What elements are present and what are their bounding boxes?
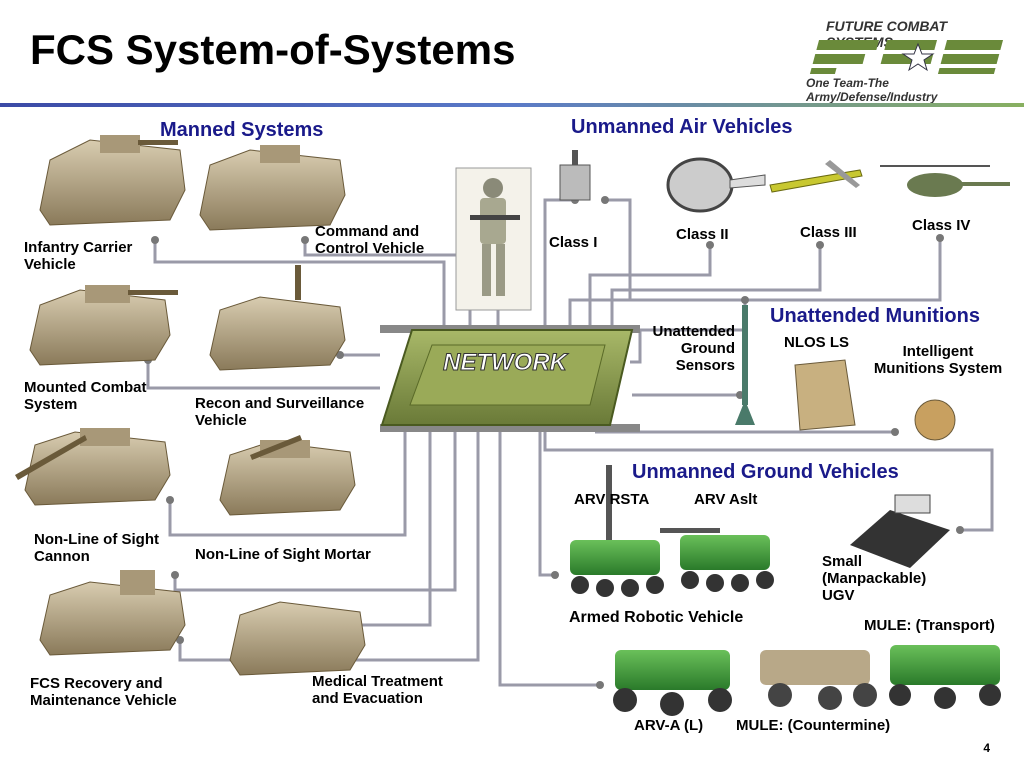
label-arv-a-light: ARV-A (L) [634,717,704,734]
network-chip-icon [380,325,640,432]
arv-rsta-icon [570,465,664,597]
label-medical-treatment-evacuation: Medical Treatment and Evacuation [312,673,443,707]
manned-vehicle-icons [15,135,366,676]
fcs-logo: FUTURE COMBAT SYSTEMS One Team-The Army/… [806,14,1014,104]
label-mule-countermine: MULE: (Countermine) [736,717,891,734]
section-manned-systems: Manned Systems [160,119,324,141]
label-uav-class-1: Class I [549,234,598,251]
label-arv-aslt: ARV Aslt [694,491,758,508]
intelligent-munition-icon [914,399,956,441]
label-infantry-carrier-vehicle: Infantry Carrier Vehicle [24,239,133,273]
mule-transport-icon [889,645,1001,709]
label-mule-transport: MULE: (Transport) [864,617,995,634]
fcs-logo-mark-icon [809,40,1004,74]
munitions-icons [735,305,956,441]
icv-vehicle-icon [39,135,186,226]
section-unmanned-air-vehicles: Unmanned Air Vehicles [571,116,793,138]
nlos-mortar-vehicle-icon [219,435,356,516]
logo-subtitle: One Team-The Army/Defense/Industry [806,76,938,104]
section-unattended-munitions: Unattended Munitions [770,305,980,327]
label-recon-surveillance-vehicle: Recon and Surveillance Vehicle [195,395,365,429]
label-armed-robotic-vehicle: Armed Robotic Vehicle [569,609,744,626]
ugv-icons [570,465,1001,716]
c2v-vehicle-icon [199,145,346,231]
label-recovery-maintenance-vehicle: FCS Recovery and Maintenance Vehicle [30,675,177,709]
mcs-vehicle-icon [29,285,178,366]
label-uav-class-4: Class IV [912,217,971,234]
rsv-vehicle-icon [209,265,346,371]
ground-sensor-icon [735,305,755,425]
label-uav-class-3: Class III [800,224,857,241]
uav-class-4-icon [880,165,1010,197]
label-nlos-mortar: Non-Line of Sight Mortar [195,546,371,563]
label-uav-class-2: Class II [676,226,729,243]
label-nlos-cannon: Non-Line of Sight Cannon [34,531,159,565]
uav-class-2-icon [666,157,766,213]
label-nlos-ls: NLOS LS [784,334,850,351]
label-arv-rsta: ARV RSTA [574,491,650,508]
label-small-manpackable-ugv: Small (Manpackable) UGV [822,553,927,604]
label-mounted-combat-system: Mounted Combat System [24,379,147,413]
frmv-vehicle-icon [39,570,186,656]
small-ugv-icon [850,494,950,568]
mv-vehicle-icon [229,601,366,676]
label-command-control-vehicle: Command and Control Vehicle [315,223,425,257]
arv-a-icon [613,650,732,716]
label-intelligent-munitions-system: Intelligent Munitions System [873,343,1003,377]
arv-aslt-icon [660,528,774,592]
soldier-icon [455,167,532,311]
section-unmanned-ground-vehicles: Unmanned Ground Vehicles [632,461,899,483]
uav-icons [559,150,1010,213]
page-title: FCS System-of-Systems [30,26,516,73]
mule-countermine-icon [760,650,877,710]
page-number: 4 [983,741,990,755]
header-divider [0,103,1024,107]
nlos-cannon-vehicle-icon [15,428,171,506]
nlos-ls-icon [794,359,856,431]
uav-class-3-icon [769,160,863,193]
uav-class-1-icon [559,150,591,201]
label-unattended-ground-sensors: Unattended Ground Sensors [652,323,736,374]
network-label: NETWORK [443,349,569,376]
